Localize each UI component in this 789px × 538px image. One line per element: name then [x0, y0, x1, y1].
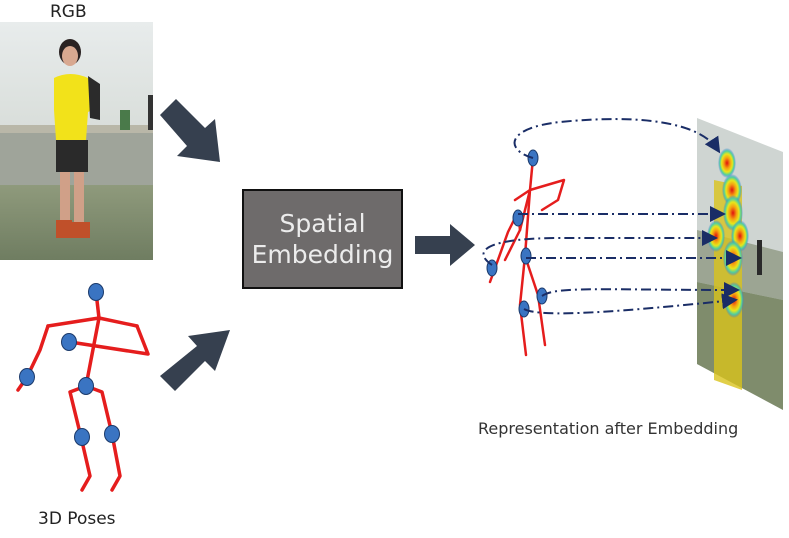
embedding-line-1: Spatial: [279, 209, 366, 238]
rgb-photo: [0, 22, 153, 260]
joint-links: [482, 118, 742, 315]
poses-label: 3D Poses: [38, 509, 116, 529]
pose-joints: [19, 283, 120, 446]
rgb-label: RGB: [50, 2, 87, 22]
arrow-embedding-to-representation: [415, 224, 475, 266]
embedding-line-2: Embedding: [251, 240, 394, 269]
spatial-embedding-box: Spatial Embedding: [242, 189, 403, 289]
representation-plane: [697, 118, 783, 410]
arrow-rgb-to-embedding: [160, 99, 220, 162]
arrow-pose-to-embedding: [160, 330, 230, 391]
representation-label: Representation after Embedding: [478, 419, 739, 438]
